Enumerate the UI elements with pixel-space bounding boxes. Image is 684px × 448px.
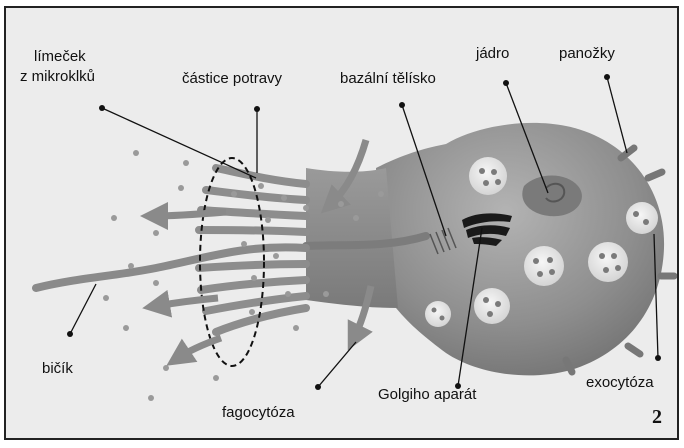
- label-bicik: bičík: [42, 360, 73, 377]
- figure-number: 2: [652, 406, 662, 429]
- label-jadro: jádro: [476, 45, 509, 62]
- label-fagocytoza: fagocytóza: [222, 404, 295, 421]
- label-castice-potravy: částice potravy: [182, 70, 282, 87]
- label-golgiho-aparat: Golgiho aparát: [378, 386, 476, 403]
- label-bazalni-telisko: bazální tělísko: [340, 70, 436, 87]
- label-panozky: panožky: [559, 45, 615, 62]
- diagram-frame: límeček z mikroklků částice potravy bazá…: [4, 6, 679, 440]
- label-exocytoza: exocytóza: [586, 374, 654, 391]
- label-limecek-line1: límeček: [34, 48, 86, 65]
- label-limecek-line2: z mikroklků: [20, 68, 95, 85]
